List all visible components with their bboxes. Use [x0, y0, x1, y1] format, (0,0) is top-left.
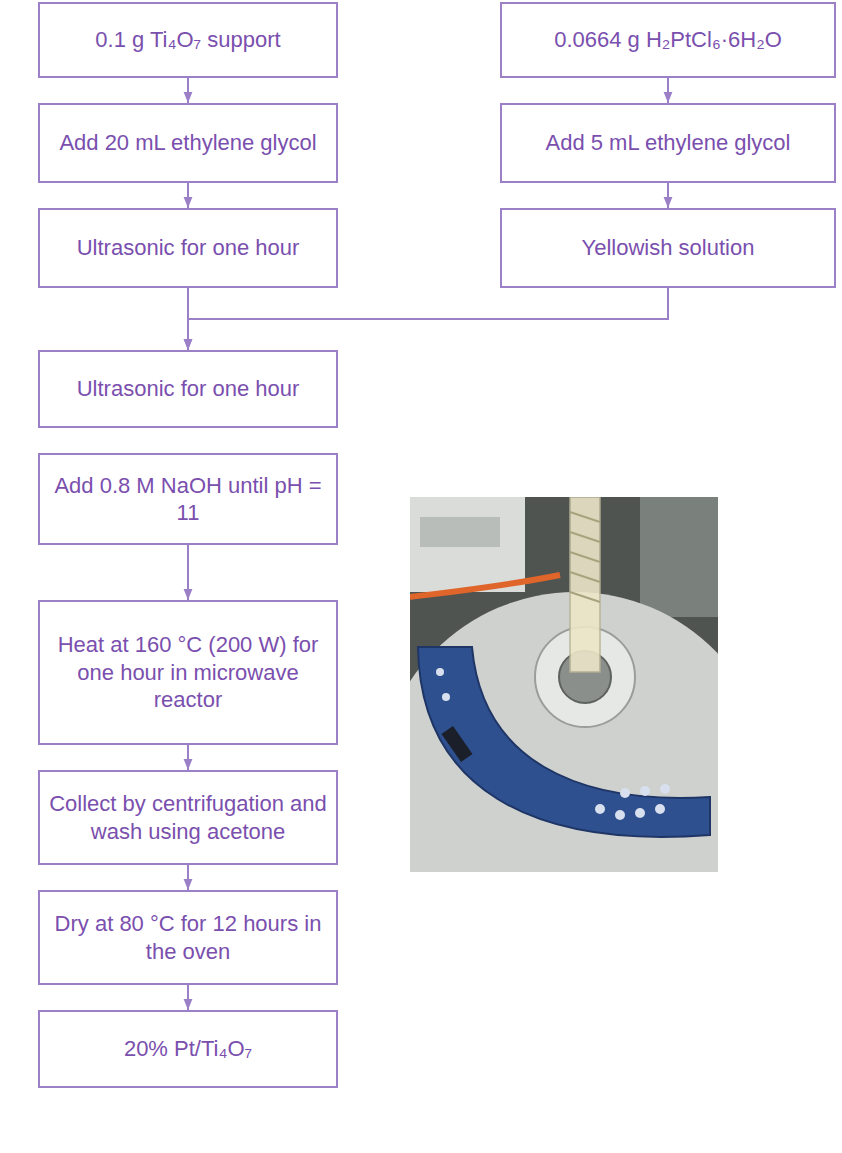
step-text: Collect by centrifugation and wash using…	[40, 786, 336, 849]
process-box: Add 0.8 M NaOH until pH = 11	[38, 453, 338, 545]
process-box: 20% Pt/Ti₄O₇	[38, 1010, 338, 1088]
equipment-box	[410, 497, 525, 592]
panel-display	[442, 726, 473, 762]
flow-arrow	[187, 78, 189, 103]
step-text: Add 5 mL ethylene glycol	[538, 125, 799, 161]
process-box: Add 5 mL ethylene glycol	[500, 103, 836, 183]
condenser	[570, 497, 600, 672]
flow-arrow	[187, 985, 189, 1010]
process-box: Ultrasonic for one hour	[38, 208, 338, 288]
step-text: Ultrasonic for one hour	[69, 371, 308, 407]
panel-button	[595, 804, 605, 814]
panel-button	[620, 788, 630, 798]
background-equipment	[640, 497, 718, 617]
process-box: Yellowish solution	[500, 208, 836, 288]
panel-button	[436, 668, 444, 676]
control-panel	[418, 647, 710, 837]
panel-button	[640, 786, 650, 796]
step-text: Ultrasonic for one hour	[69, 230, 308, 266]
flow-arrow	[188, 288, 668, 350]
panel-button	[635, 808, 645, 818]
process-box: Heat at 160 °C (200 W) for one hour in m…	[38, 600, 338, 745]
condenser-coil	[570, 512, 600, 602]
step-text: Dry at 80 °C for 12 hours in the oven	[40, 906, 336, 969]
equipment-label	[420, 517, 500, 547]
process-box: 0.0664 g H₂PtCl₆·6H₂O	[500, 2, 836, 78]
step-text: 0.1 g Ti₄O₇ support	[87, 22, 288, 58]
step-text: Add 0.8 M NaOH until pH = 11	[40, 468, 336, 531]
step-text: Heat at 160 °C (200 W) for one hour in m…	[40, 627, 336, 718]
flow-arrow	[667, 183, 669, 208]
flow-arrow	[187, 545, 189, 600]
flow-arrow	[187, 745, 189, 770]
cable	[410, 575, 560, 597]
panel-button	[660, 784, 670, 794]
reactor-body	[410, 592, 718, 872]
flow-arrow	[667, 78, 669, 103]
process-box: 0.1 g Ti₄O₇ support	[38, 2, 338, 78]
flow-arrow	[187, 183, 189, 208]
process-box: Ultrasonic for one hour	[38, 350, 338, 428]
process-box: Collect by centrifugation and wash using…	[38, 770, 338, 865]
flow-arrow	[187, 865, 189, 890]
step-text: 0.0664 g H₂PtCl₆·6H₂O	[546, 22, 790, 58]
panel-button	[655, 804, 665, 814]
step-text: Add 20 mL ethylene glycol	[51, 125, 324, 161]
process-box: Add 20 mL ethylene glycol	[38, 103, 338, 183]
step-text: 20% Pt/Ti₄O₇	[116, 1031, 260, 1067]
step-text: Yellowish solution	[574, 230, 763, 266]
panel-button	[442, 693, 450, 701]
reactor-photo	[410, 497, 718, 872]
panel-button	[615, 810, 625, 820]
process-box: Dry at 80 °C for 12 hours in the oven	[38, 890, 338, 985]
